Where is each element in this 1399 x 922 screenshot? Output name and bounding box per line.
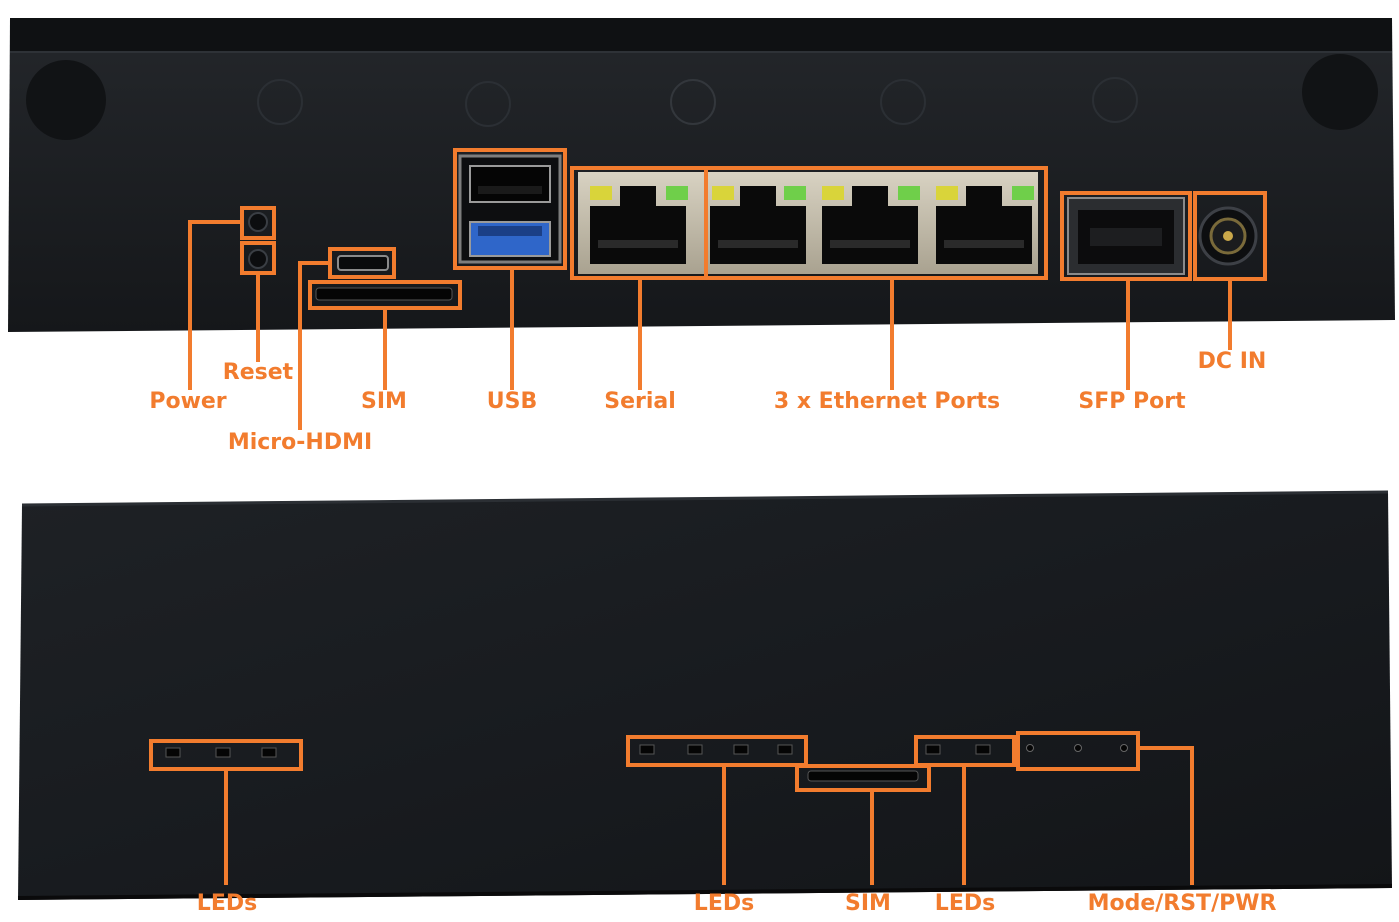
led-yellow <box>590 186 612 200</box>
mode-rst-pwr-buttons[interactable] <box>1026 744 1128 752</box>
power-leader <box>188 220 242 390</box>
rear-panel <box>8 18 1395 332</box>
front-sim-slot[interactable] <box>807 770 919 782</box>
leds-left-label: LEDs <box>196 891 258 916</box>
rear-top-lip <box>10 18 1392 52</box>
front-sim-label: SIM <box>845 891 891 916</box>
rubber-foot <box>26 60 106 140</box>
ethernet-port-3[interactable] <box>936 186 1034 264</box>
leds-center-callout-box <box>626 735 808 767</box>
serial-port[interactable] <box>590 186 688 264</box>
rj45-block <box>578 172 1038 274</box>
usb-label: USB <box>486 389 538 414</box>
led-group-right <box>925 744 991 755</box>
led-group-left <box>165 747 277 758</box>
power-label: Power <box>149 389 227 414</box>
reset-button[interactable] <box>248 249 268 269</box>
sfp-port[interactable] <box>1067 197 1185 275</box>
rubber-foot <box>1302 54 1378 130</box>
front-chassis <box>18 492 1392 900</box>
leds-center-label: LEDs <box>693 891 755 916</box>
micro-hdmi-port[interactable] <box>337 255 389 271</box>
callouts <box>149 148 1267 885</box>
serial-label: Serial <box>604 389 676 414</box>
reset-label: Reset <box>222 360 294 385</box>
front-panel <box>17 490 1393 900</box>
micro-hdmi-label: Micro-HDMI <box>227 430 373 455</box>
mode-rst-pwr-callout-box <box>1016 731 1140 771</box>
power-button[interactable] <box>248 212 268 232</box>
ethernet-port-1[interactable] <box>710 186 806 264</box>
ethernet-callout-box <box>704 166 1048 280</box>
led-green <box>666 186 688 200</box>
mode-rst-pwr-label: Mode/RST/PWR <box>1087 891 1277 916</box>
led-group-center <box>639 744 793 755</box>
ethernet-port-2[interactable] <box>822 186 920 264</box>
sim-label: SIM <box>361 389 407 414</box>
usb-ports[interactable] <box>458 154 562 264</box>
dc-in-label: DC IN <box>1197 349 1267 374</box>
front-sim-callout-box <box>795 764 931 792</box>
leds-right-label: LEDs <box>934 891 996 916</box>
micro-hdmi-leader <box>298 261 330 430</box>
mode-rst-pwr-leader <box>1138 746 1194 885</box>
ethernet-label: 3 x Ethernet Ports <box>773 389 1001 414</box>
dc-in-jack[interactable] <box>1198 206 1258 266</box>
sim-slot[interactable] <box>315 287 453 301</box>
sfp-label: SFP Port <box>1078 389 1186 414</box>
